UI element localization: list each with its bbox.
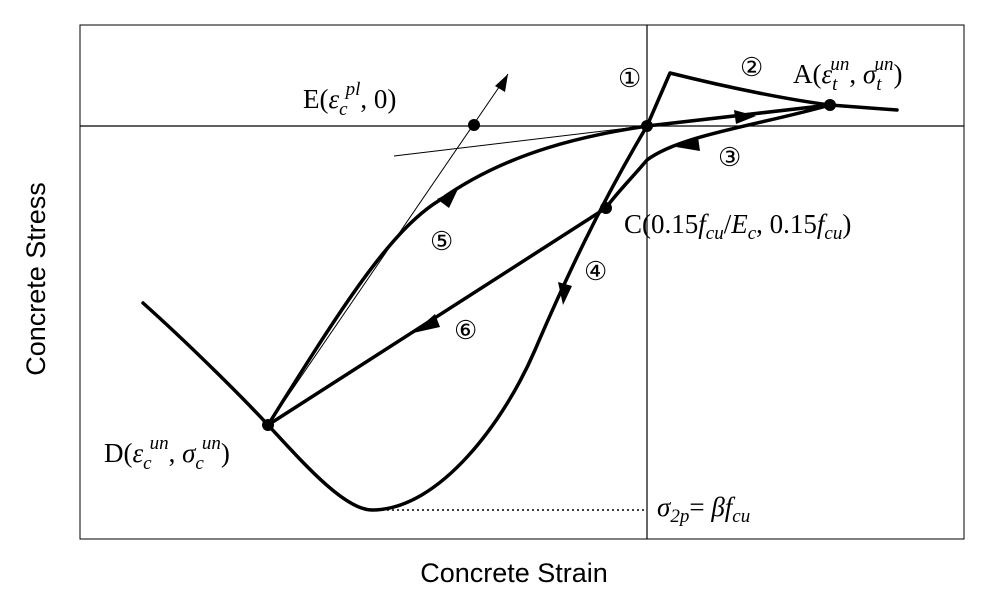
path-number-6: ⑥ bbox=[454, 316, 477, 345]
y-axis-title: Concrete Stress bbox=[21, 182, 51, 376]
point-c-label: C(0.15fcu/Ec, 0.15fcu) bbox=[624, 209, 851, 244]
arrow-path-a-to-c bbox=[676, 137, 700, 151]
unloading-path-a-to-c bbox=[604, 103, 832, 210]
plot-frame bbox=[79, 24, 965, 540]
arrow-path-c-to-d bbox=[413, 314, 440, 333]
point-a-label: A(εtun, σtun) bbox=[793, 54, 903, 95]
point-d-marker bbox=[262, 419, 274, 431]
point-origin-marker bbox=[641, 120, 653, 132]
point-a-marker bbox=[824, 99, 836, 111]
path-number-1: ① bbox=[618, 64, 641, 93]
peak-stress-label: σ2p= βfcu bbox=[657, 492, 750, 527]
path-number-5: ⑤ bbox=[430, 227, 453, 256]
path-number-3: ③ bbox=[718, 143, 741, 172]
x-axis-title: Concrete Strain bbox=[420, 558, 608, 588]
path-number-2: ② bbox=[740, 53, 763, 82]
point-c-marker bbox=[600, 202, 612, 214]
arrow-path-origin-to-a bbox=[734, 110, 756, 124]
arrow-head-e-extension bbox=[495, 74, 508, 92]
point-d-label: D(εcun, σcun) bbox=[104, 433, 230, 474]
path-number-4: ④ bbox=[584, 257, 607, 286]
reloading-path-d-to-origin bbox=[266, 103, 832, 427]
arrow-path-d-to-origin bbox=[437, 189, 458, 208]
path-c-to-d bbox=[266, 206, 608, 427]
tension-envelope-curve bbox=[645, 71, 899, 128]
arrow-path-c-down bbox=[558, 282, 572, 305]
compression-envelope-curve bbox=[141, 124, 649, 512]
point-e-marker bbox=[468, 119, 480, 131]
point-e-label: E(εcpl, 0) bbox=[303, 79, 396, 120]
